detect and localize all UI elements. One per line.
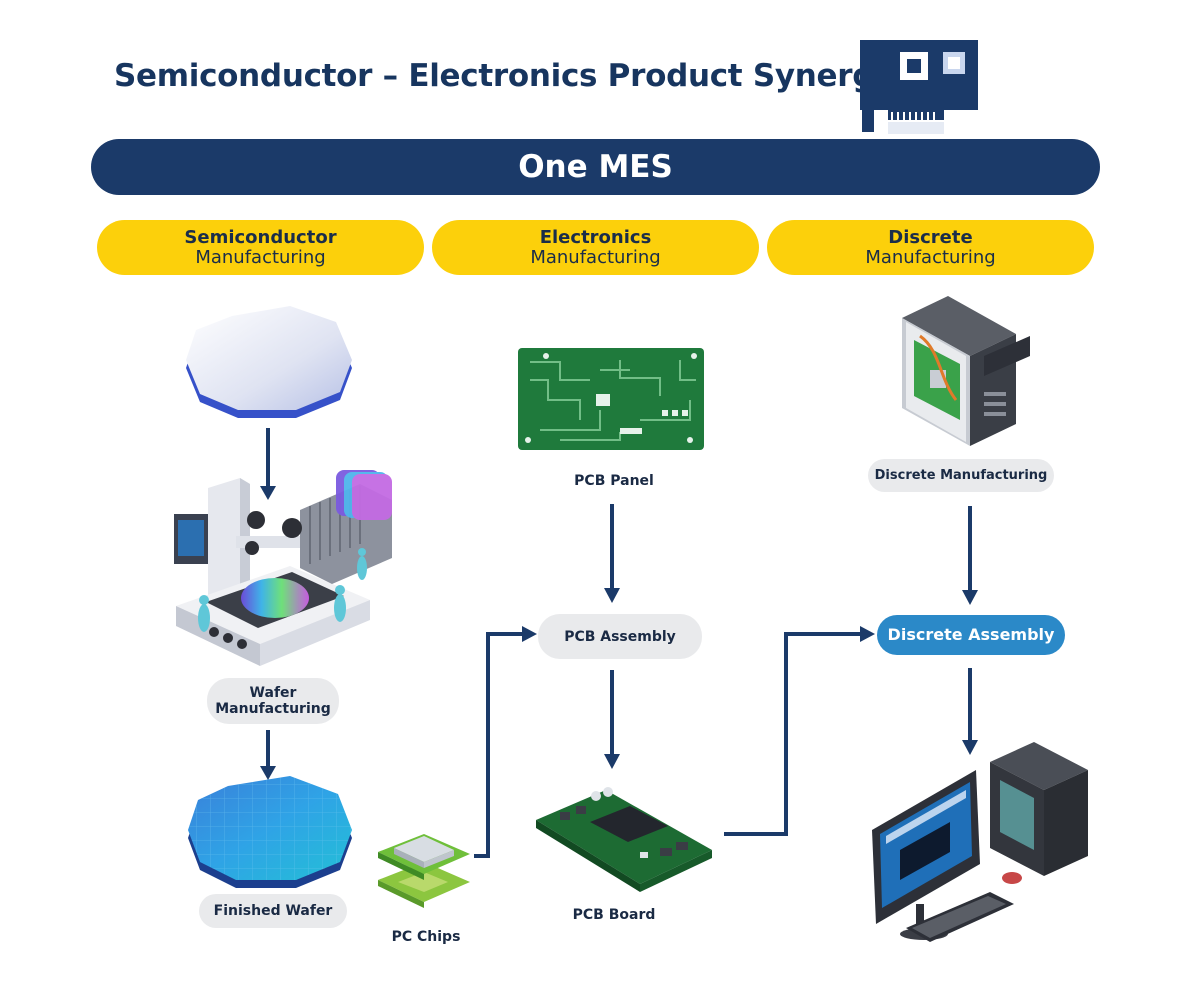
one-mes-banner: One MES: [91, 139, 1100, 195]
category-discrete: Discrete Manufacturing: [767, 220, 1094, 275]
category-line1: Semiconductor: [184, 226, 337, 248]
category-line2: Manufacturing: [195, 246, 326, 268]
pcie-card-icon: [860, 40, 978, 134]
node-label: Finished Wafer: [213, 903, 333, 919]
arrowhead: [604, 588, 620, 603]
node-label: Discrete Assembly: [887, 625, 1055, 644]
node-discrete-manufacturing: Discrete Manufacturing: [868, 459, 1054, 492]
one-mes-label: One MES: [518, 149, 673, 185]
desktop-computer-image: [872, 742, 1088, 942]
node-label: PCB Assembly: [564, 628, 676, 645]
category-line1: Electronics: [539, 226, 652, 248]
pcb-board-image: [536, 787, 712, 892]
node-wafer-manufacturing: Wafer Manufacturing: [207, 678, 339, 724]
category-line1: Discrete: [888, 226, 973, 248]
node-line1: Wafer: [249, 685, 297, 701]
arrowhead: [604, 754, 620, 769]
node-pcb-assembly: PCB Assembly: [538, 614, 702, 659]
arrowhead: [260, 486, 276, 500]
node-finished-wafer: Finished Wafer: [199, 894, 347, 928]
finished-wafer-image: [188, 776, 352, 888]
arrow-board-to-discrete: [724, 632, 862, 836]
arrowhead: [860, 626, 875, 642]
flow-arrows: [260, 428, 978, 858]
category-electronics: Electronics Manufacturing: [432, 220, 759, 275]
pcb-panel-image: [518, 348, 704, 450]
diagram-title: Semiconductor – Electronics Product Syne…: [114, 58, 895, 94]
arrow-chips-to-assembly: [474, 632, 524, 858]
node-pcb-board: PCB Board: [572, 907, 656, 923]
arrowhead: [962, 740, 978, 755]
arrowhead: [522, 626, 537, 642]
arrowhead: [260, 766, 276, 780]
node-discrete-assembly: Discrete Assembly: [877, 615, 1065, 655]
node-pcb-panel: PCB Panel: [574, 473, 654, 489]
node-line2: Manufacturing: [215, 701, 331, 717]
pc-chips-image: [378, 834, 470, 908]
category-line2: Manufacturing: [530, 246, 661, 268]
node-pc-chips: PC Chips: [391, 929, 461, 945]
category-semiconductor: Semiconductor Manufacturing: [97, 220, 424, 275]
raw-wafer-image: [186, 306, 352, 418]
category-line2: Manufacturing: [865, 246, 996, 268]
arrowhead: [962, 590, 978, 605]
computer-tower-image: [902, 296, 1030, 446]
node-label: Discrete Manufacturing: [874, 467, 1048, 483]
wafer-fab-machine-image: [174, 470, 392, 666]
